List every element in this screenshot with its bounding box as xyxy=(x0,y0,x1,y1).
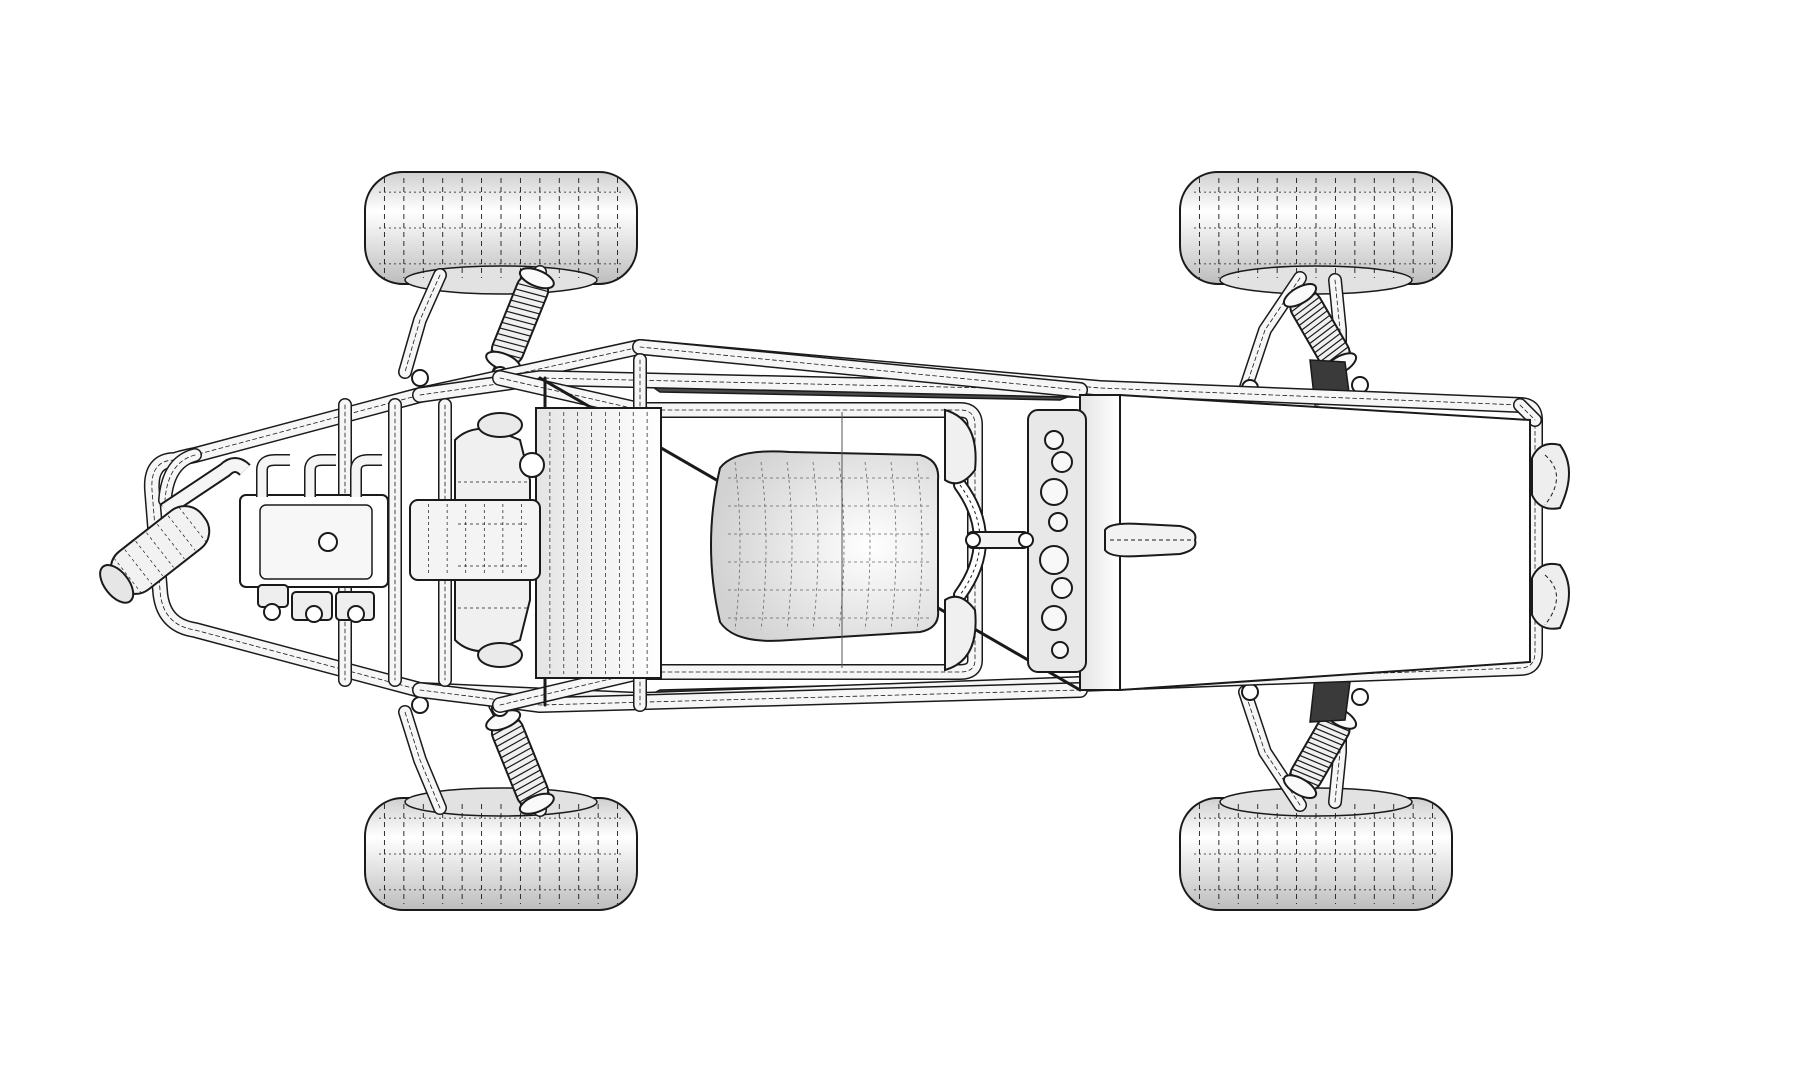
frame-rail-bottom xyxy=(412,682,1088,713)
headlight-top xyxy=(1531,442,1570,510)
heim-joint xyxy=(411,696,429,714)
dash-panel xyxy=(1027,409,1087,673)
tires xyxy=(364,171,1453,911)
frame-rear-hoop xyxy=(158,448,202,507)
heim-joint xyxy=(411,369,429,387)
headlight-bottom xyxy=(1531,562,1570,630)
frame-nose-corner xyxy=(1513,398,1542,427)
heim-joint xyxy=(1241,683,1259,701)
rear-upper-arm-right xyxy=(398,705,447,815)
seat xyxy=(710,450,940,642)
gauge xyxy=(1044,430,1064,450)
rear-right-tire xyxy=(1179,787,1453,911)
frame-upper-tube xyxy=(632,339,1088,398)
steering-wheel xyxy=(944,408,1034,672)
gauge xyxy=(1051,577,1073,599)
engine xyxy=(239,454,389,623)
fuel-tank xyxy=(535,407,662,679)
gauge xyxy=(1051,451,1073,473)
heim-joint xyxy=(1351,688,1369,706)
front-right-tire xyxy=(1179,171,1453,295)
suspension xyxy=(398,265,1369,817)
front-left-tire xyxy=(364,171,638,295)
gauge xyxy=(1051,641,1069,659)
differential xyxy=(409,412,545,668)
gauge xyxy=(1041,605,1067,631)
nose-body xyxy=(1079,394,1531,691)
gauge xyxy=(1039,545,1069,575)
rear-upper-arm-left xyxy=(398,268,447,379)
front-upright-right xyxy=(1309,676,1351,723)
rear-shock-left xyxy=(485,267,555,373)
exhaust-muffler xyxy=(99,457,251,604)
nose-bullet xyxy=(1104,522,1197,558)
rear-left-tire xyxy=(364,787,638,911)
gauge xyxy=(1040,478,1068,506)
gauge xyxy=(1048,512,1068,532)
